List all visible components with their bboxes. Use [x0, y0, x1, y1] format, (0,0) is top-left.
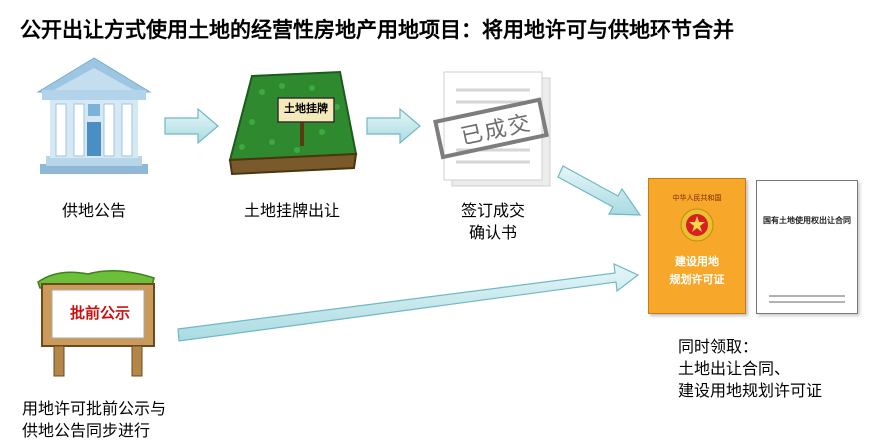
- arrow-confirm-to-documents: [557, 165, 642, 216]
- national-emblem-icon: [680, 208, 714, 242]
- arrow-announcement-to-listing: [164, 107, 219, 145]
- contract-footer-lines: [769, 295, 845, 303]
- step-preapproval-label-line1: 用地许可批前公示与: [22, 399, 167, 418]
- step-preapproval-label-line2: 供地公告同步进行: [22, 421, 151, 440]
- result-line2: 土地出让合同、: [678, 359, 791, 378]
- land-use-contract-document: 国有土地使用权出让合同: [756, 180, 858, 314]
- preapproval-sign-text: 批前公示: [69, 304, 130, 322]
- step-confirm-label-line2: 确认书: [468, 223, 517, 242]
- result-line3: 建设用地规划许可证: [678, 381, 823, 400]
- page-title: 公开出让方式使用土地的经营性房地产用地项目：将用地许可与供地环节合并: [20, 18, 734, 42]
- arrow-listing-to-confirm: [366, 107, 421, 145]
- wooden-notice-board-icon: [37, 270, 155, 377]
- planning-permit-document: 中华人民共和国 建设用地 规划许可证: [648, 178, 746, 314]
- land-plot-icon: [228, 70, 358, 176]
- result-line1: 同时领取：: [678, 337, 759, 356]
- arrow-preapproval-to-documents: [177, 263, 640, 342]
- step-listing-label: 土地挂牌出让: [243, 201, 340, 220]
- government-building-icon: [36, 57, 152, 174]
- permit-title-line2: 规划许可证: [669, 273, 725, 286]
- permit-header: 中华人民共和国: [672, 194, 722, 202]
- step-announcement-label: 供地公告: [61, 201, 126, 220]
- confirmation-document-icon: [433, 71, 551, 187]
- step-confirm-label-line1: 签订成交: [460, 201, 525, 220]
- contract-title: 国有土地使用权出让合同: [763, 215, 851, 225]
- permit-title-line1: 建设用地: [675, 255, 719, 268]
- land-sign-text: 土地挂牌: [284, 102, 328, 115]
